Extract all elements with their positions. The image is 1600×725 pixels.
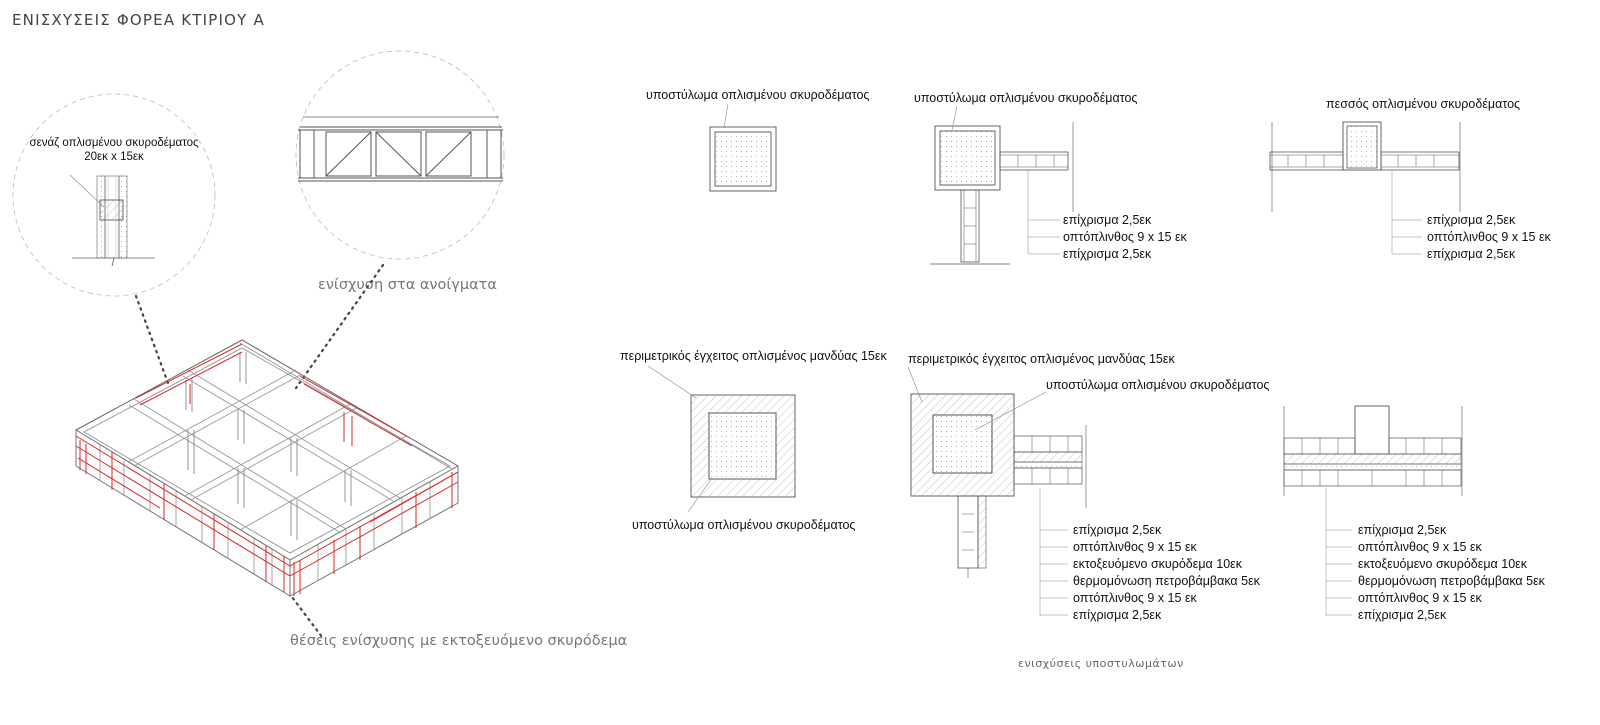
layer-label: επίχρισμα 2,5εκ	[1073, 523, 1162, 537]
layer-label: οπτόπλινθος 9 x 15 εκ	[1358, 591, 1482, 605]
layer-label: οπτόπλινθος 9 x 15 εκ	[1427, 230, 1551, 244]
label-jacket-left-bottom: υποστύλωμα οπλισμένου σκυροδέματος	[632, 518, 856, 532]
label-col3-top: πεσσός οπλισμένου σκυροδέματος	[1326, 97, 1521, 111]
column-detail-1	[709, 103, 777, 192]
layer-label: οπτόπλινθος 9 x 15 εκ	[1063, 230, 1187, 244]
layer-label: επίχρισμα 2,5εκ	[1358, 523, 1447, 537]
layer-label: επίχρισμα 2,5εκ	[1427, 213, 1516, 227]
layer-label: εκτοξευόμενο σκυρόδεμα 10εκ	[1358, 557, 1527, 571]
layer-label: οπτόπλινθος 9 x 15 εκ	[1073, 591, 1197, 605]
layer-label: εκτοξευόμενο σκυρόδεμα 10εκ	[1073, 557, 1242, 571]
layer-label: επίχρισμα 2,5εκ	[1063, 247, 1152, 261]
caption-openings: ενίσχυση στα ανοίγματα	[318, 277, 497, 293]
layer-label: επίχρισμα 2,5εκ	[1358, 608, 1447, 622]
layer-label: επίχρισμα 2,5εκ	[1073, 608, 1162, 622]
isometric-building	[74, 339, 460, 597]
column-detail-3	[1269, 121, 1461, 255]
jacket-detail-1	[647, 365, 796, 513]
jacket-detail-3	[1283, 405, 1463, 616]
layer-label: επίχρισμα 2,5εκ	[1427, 247, 1516, 261]
lintel-label: σενάζ οπλισμένου σκυροδέματος 20εκ x 15ε…	[29, 136, 198, 164]
jacket-detail-2	[907, 366, 1087, 616]
leader-lines	[134, 263, 385, 639]
caption-shotcrete: θέσεις ενίσχυσης με εκτοξευόμενο σκυρόδε…	[290, 633, 628, 649]
layer-label: οπτόπλινθος 9 x 15 εκ	[1358, 540, 1482, 554]
caption-columns: ενισχύσεις υποστυλωμάτων	[1018, 657, 1184, 670]
label-col2-top: υποστύλωμα οπλισμένου σκυροδέματος	[914, 91, 1138, 105]
page-title: ΕΝΙΣΧΥΣΕΙΣ ΦΟΡΕΑ ΚΤΙΡΙΟΥ Α	[12, 11, 265, 29]
layer-label: θερμομόνωση πετροβάμβακα 5εκ	[1358, 574, 1545, 588]
column-detail-2	[930, 105, 1074, 265]
layer-label: θερμομόνωση πετροβάμβακα 5εκ	[1073, 574, 1260, 588]
label-jacket-mid: περιμετρικός έγχειτος οπλισμένος μανδύας…	[908, 352, 1175, 366]
lintel-detail	[12, 93, 216, 297]
label-jacket-mid-column: υποστύλωμα οπλισμένου σκυροδέματος	[1046, 378, 1270, 392]
label-col1-top: υποστύλωμα οπλισμένου σκυροδέματος	[646, 88, 870, 102]
layer-label: επίχρισμα 2,5εκ	[1063, 213, 1152, 227]
lintel-label-line2: 20εκ x 15εκ	[84, 151, 144, 163]
label-jacket-left: περιμετρικός έγχειτος οπλισμένος μανδύας…	[620, 349, 887, 363]
openings-detail	[295, 50, 505, 260]
shotcrete-zones	[75, 343, 459, 596]
layer-label: οπτόπλινθος 9 x 15 εκ	[1073, 540, 1197, 554]
lintel-label-line1: σενάζ οπλισμένου σκυροδέματος	[29, 137, 199, 149]
